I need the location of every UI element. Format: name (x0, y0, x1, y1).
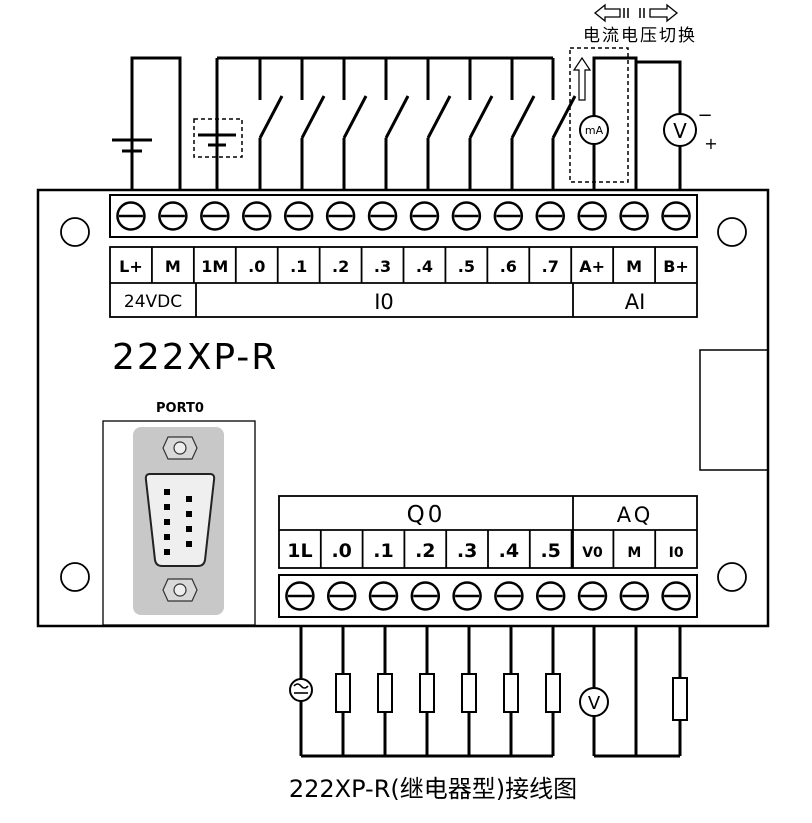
top-terminal-label: L+ (119, 257, 143, 276)
terminal-screw (451, 201, 482, 231)
top-terminal-label: .0 (248, 257, 265, 276)
terminal-screw (242, 201, 272, 231)
bottom-terminal-label: .1 (373, 540, 393, 562)
optional-supply-dashed (193, 118, 243, 158)
bottom-terminal-label: .5 (540, 540, 560, 562)
load-resistors (335, 673, 688, 721)
load-resistor (545, 673, 561, 713)
group-label-24vdc: 24VDC (124, 292, 182, 312)
port-label: PORT0 (156, 401, 204, 416)
top-external-wiring (112, 56, 577, 190)
ammeter-icon (579, 115, 609, 145)
ac-source-icon (289, 678, 313, 702)
meter-plus-sign: + (704, 134, 717, 153)
switch-arrow-left-icon (593, 3, 629, 23)
terminal-screw (368, 581, 399, 611)
bottom-terminal-label: .2 (415, 540, 435, 562)
top-terminal-label: A+ (579, 257, 605, 276)
load-resistor (419, 673, 435, 713)
db9-pins (164, 489, 192, 555)
terminal-screw (661, 201, 691, 231)
current-voltage-switch: 电流电压切换 mA V − + (569, 3, 718, 190)
group-label-q0: Q0 (407, 502, 446, 528)
bottom-terminal-label: .0 (331, 540, 351, 562)
top-terminal-label: .5 (458, 257, 475, 276)
top-label-table: L+ M 1M .0 .1 .2 .3 .4 .5 .6 .7 A+ M B+ 24VDC I0 AI (109, 246, 698, 318)
bottom-terminal-strip (278, 574, 698, 618)
terminal-screw (619, 581, 650, 611)
top-terminal-label: B+ (663, 257, 689, 276)
terminal-screw (535, 581, 566, 611)
aq-load-resistor (672, 677, 688, 721)
terminal-screw (367, 201, 398, 231)
terminal-screw (283, 201, 314, 231)
terminal-screw (285, 581, 315, 611)
terminal-screw (577, 581, 608, 611)
terminal-screw (410, 581, 441, 611)
load-resistor (503, 673, 519, 713)
mount-hole-bottom-right (717, 562, 747, 592)
mount-hole-top-left (60, 217, 90, 247)
top-terminal-label: .1 (290, 257, 307, 276)
top-terminal-label: 1M (201, 257, 228, 276)
bottom-terminal-label: V0 (582, 545, 603, 561)
terminal-screw (116, 201, 146, 231)
terminal-screw (158, 201, 188, 231)
port0-connector: PORT0 (102, 401, 256, 626)
terminal-screw (577, 201, 607, 231)
bottom-terminal-label: I0 (669, 545, 684, 561)
mount-hole-top-right (717, 217, 747, 247)
switch-arrow-right-icon (639, 3, 679, 23)
terminal-screw (494, 581, 524, 611)
group-label-ai: AI (625, 290, 646, 314)
voltmeter-icon (663, 113, 697, 147)
top-terminal-label: M (626, 257, 642, 276)
top-terminal-label: .7 (542, 257, 559, 276)
load-resistor (335, 673, 351, 713)
top-terminal-label: .6 (500, 257, 517, 276)
terminal-screw (325, 201, 356, 231)
load-resistor (377, 673, 393, 713)
bottom-terminal-label: M (627, 545, 641, 561)
bottom-terminal-label: .4 (499, 540, 519, 562)
meter-minus-sign: − (697, 105, 712, 126)
terminal-screw (200, 201, 230, 231)
port-screw-bottom-icon (162, 578, 198, 602)
output-voltmeter-label: V (588, 693, 601, 714)
terminal-screw (493, 201, 524, 231)
switch-dashed-box (569, 47, 629, 183)
terminal-screw (326, 581, 357, 611)
terminal-screw (409, 201, 440, 231)
selector-up-arrow-icon (572, 56, 592, 101)
bottom-terminal-label: 1L (287, 540, 312, 562)
diagram-caption: 222XP-R(继电器型)接线图 (289, 775, 577, 803)
top-terminal-label: .4 (416, 257, 433, 276)
terminal-screw (661, 581, 691, 611)
mount-hole-bottom-left (60, 562, 90, 592)
group-label-i0: I0 (374, 290, 394, 314)
terminal-screw (452, 581, 482, 611)
model-name: 222XP-R (112, 337, 278, 378)
bottom-external-wiring (299, 626, 682, 758)
ammeter-label: mA (585, 124, 604, 137)
terminal-screw (535, 201, 565, 231)
top-terminal-label: .2 (332, 257, 349, 276)
bottom-label-table: Q0 AQ 1L .0 .1 .2 .3 .4 .5 V0 M I0 (278, 495, 698, 569)
db9-socket-icon (144, 473, 216, 567)
switch-caption: 电流电压切换 (583, 26, 697, 46)
output-voltmeter-icon: V (579, 687, 609, 717)
top-terminal-label: M (165, 257, 181, 276)
top-terminal-label: .3 (374, 257, 391, 276)
side-notch (699, 349, 768, 471)
voltmeter-label: V (673, 119, 687, 143)
group-label-aq: AQ (617, 503, 654, 527)
terminal-screw (619, 201, 649, 231)
bottom-terminal-label: .3 (457, 540, 477, 562)
port-screw-top-icon (162, 436, 198, 460)
top-terminal-strip (109, 194, 698, 238)
load-resistor (461, 673, 477, 713)
